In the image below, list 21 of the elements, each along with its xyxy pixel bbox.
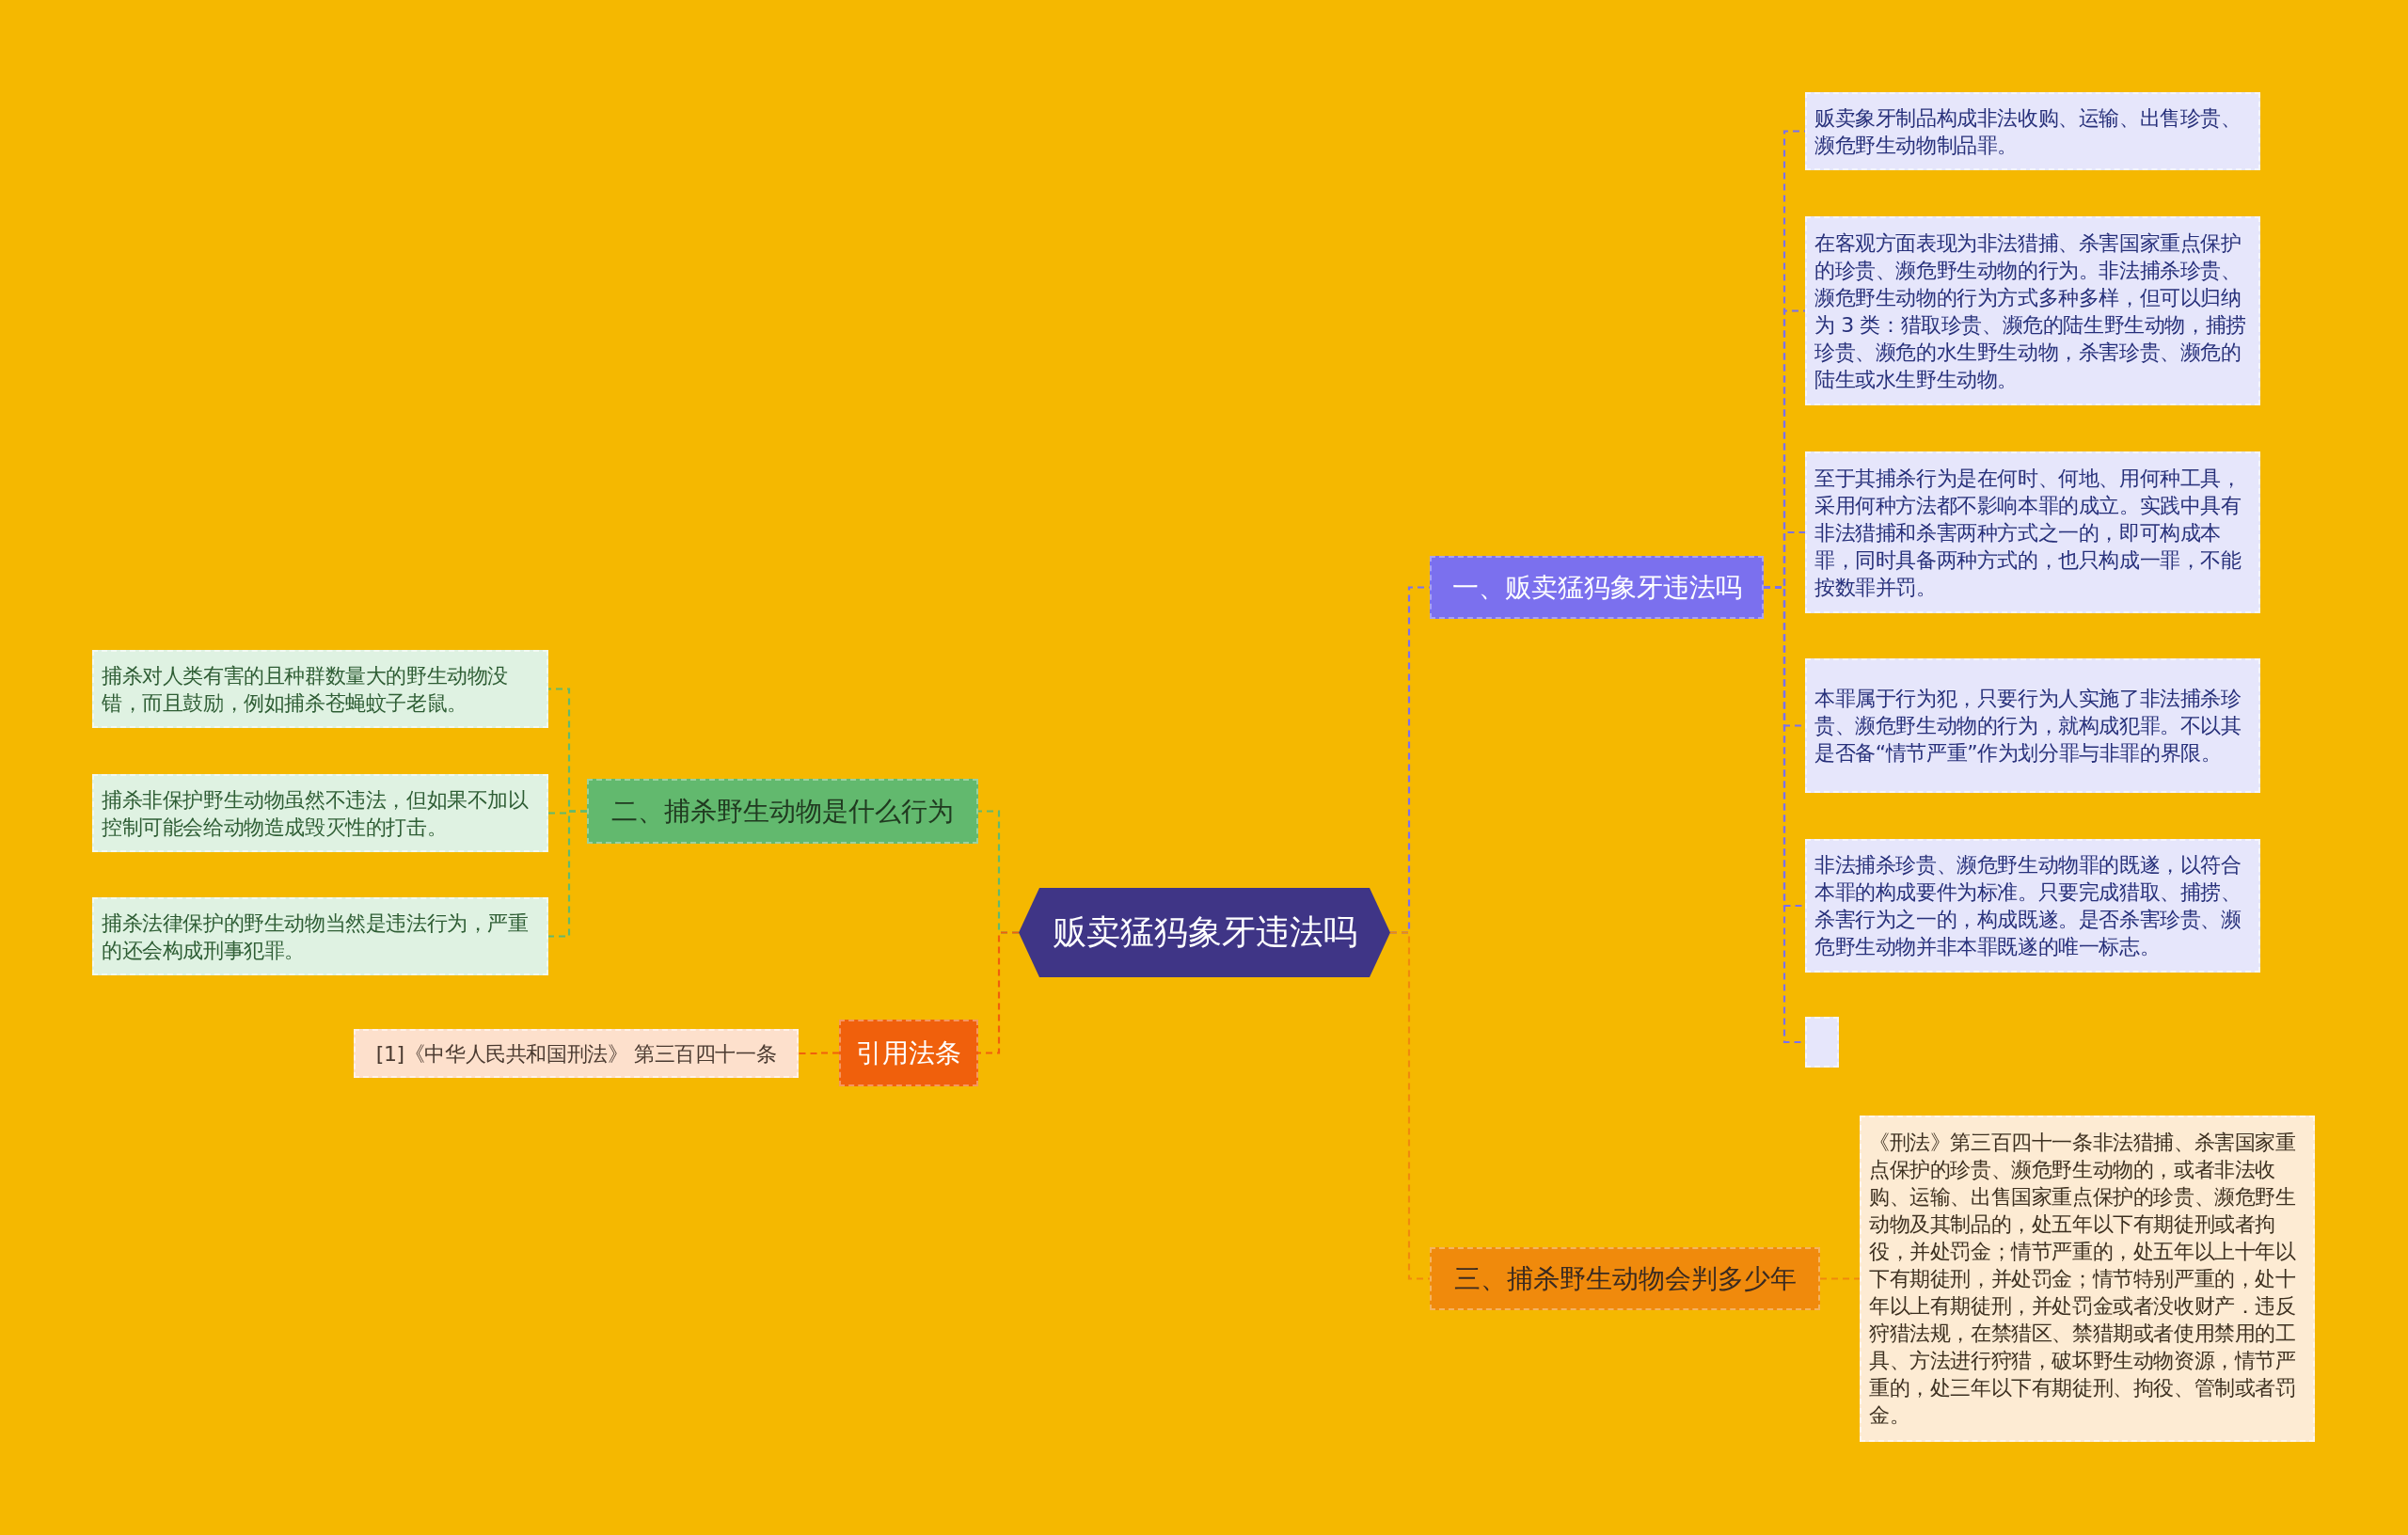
branch-box: 一、贩卖猛犸象牙违法吗 xyxy=(1430,556,1764,619)
connector xyxy=(799,1052,839,1055)
reference-box: [1]《中华人民共和国刑法》 第三百四十一条 xyxy=(354,1029,799,1078)
text-box: 本罪属于行为犯，只要行为人实施了非法捕杀珍贵、濒危野生动物的行为，就构成犯罪。不以其是否备“情节严重”作为划分罪与非罪的界限。 xyxy=(1805,658,2260,793)
empty-box xyxy=(1805,1017,1839,1068)
text-box: 贩卖象牙制品构成非法收购、运输、出售珍贵、濒危野生动物制品罪。 xyxy=(1805,92,2260,170)
text-box: 捕杀对人类有害的且种群数量大的野生动物没错，而且鼓励，例如捕杀苍蝇蚊子老鼠。 xyxy=(92,650,548,728)
text-box: 《刑法》第三百四十一条非法猎捕、杀害国家重点保护的珍贵、濒危野生动物的，或者非法收购、运输、出售国家重点保护的珍贵、濒危野生动物及其制品的，处五年以下有期徒刑或者拘役，并处罚金；情节严重的，处五年以上十年以下有期徒刑，并处罚金；情节特别严重的，处十年以上有期徒刑，并处罚金或者没收财产．违反狩猎法规，在禁猎区、禁猎期或者使用禁用的工具、方法进行狩猎，破坏野生动物资源，情节严重的，处三年以下有期徒刑、拘役、管制或者罚金。 xyxy=(1860,1116,2315,1442)
topic-hexagon: 贩卖猛犸象牙违法吗 xyxy=(1019,888,1390,977)
branch-box: 三、捕杀野生动物会判多少年 xyxy=(1430,1247,1820,1310)
branch-box: 引用法条 xyxy=(839,1020,978,1086)
connector xyxy=(1820,1277,1860,1280)
branch-box: 二、捕杀野生动物是什么行为 xyxy=(587,779,978,844)
connector xyxy=(978,931,1019,1054)
text-box: 在客观方面表现为非法猎捕、杀害国家重点保护的珍贵、濒危野生动物的行为。非法捕杀珍贵、濒危野生动物的行为方式多种多样，但可以归纳为 3 类：猎取珍贵、濒危的陆生野生动物，捕捞珍贵、濒危的水生野生动物，杀害珍贵、濒危的陆生或水生野生动物。 xyxy=(1805,216,2260,405)
text-box: 至于其捕杀行为是在何时、何地、用何种工具，采用何种方法都不影响本罪的成立。实践中具有非法猎捕和杀害两种方式之一的，即可构成本罪，同时具备两种方式的，也只构成一罪，不能按数罪并罚。 xyxy=(1805,451,2260,613)
connector xyxy=(548,810,587,938)
text-box: 捕杀法律保护的野生动物当然是违法行为，严重的还会构成刑事犯罪。 xyxy=(92,897,548,975)
text-box: 非法捕杀珍贵、濒危野生动物罪的既遂，以符合本罪的构成要件为标准。只要完成猎取、捕捞、杀害行为之一的，构成既遂。是否杀害珍贵、濒危野生动物并非本罪既遂的唯一标志。 xyxy=(1805,839,2260,973)
text-box: 捕杀非保护野生动物虽然不违法，但如果不加以控制可能会给动物造成毁灭性的打击。 xyxy=(92,774,548,852)
connector xyxy=(1390,931,1430,1280)
